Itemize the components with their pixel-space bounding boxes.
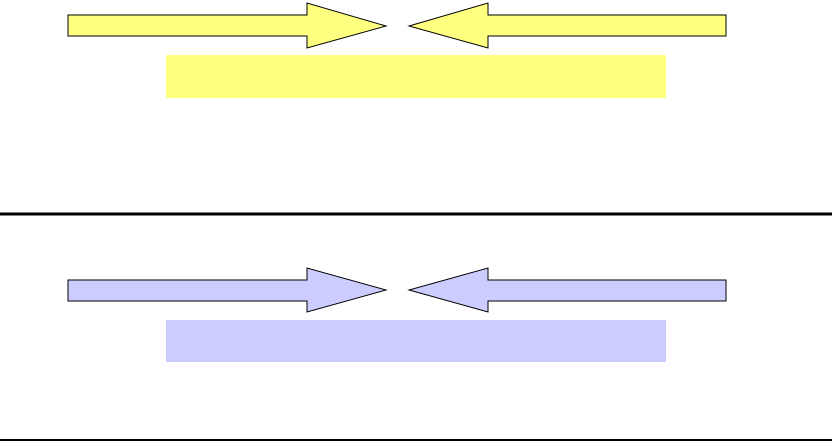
arrow-right-icon (67, 267, 388, 313)
arrow-left-icon (407, 2, 727, 49)
highlight-bar (166, 55, 666, 98)
highlight-bar (166, 320, 666, 362)
arrow-left-icon (407, 267, 727, 313)
top-panel (67, 2, 727, 98)
bottom-panel (67, 267, 727, 362)
arrow-right-icon (67, 2, 388, 49)
